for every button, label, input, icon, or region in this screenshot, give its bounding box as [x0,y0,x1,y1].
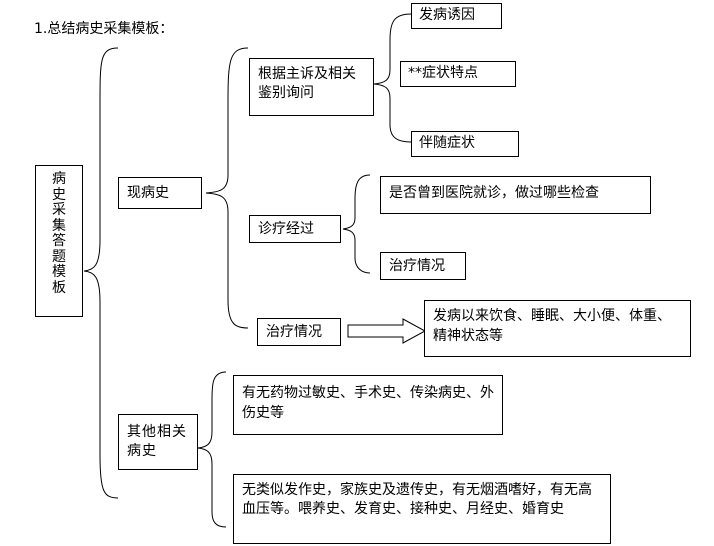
root-node-char: 史 [52,186,66,203]
present-history-brace [205,47,249,329]
root-node-char: 采 [52,202,66,218]
root-node-char: 板 [52,279,66,296]
other-history-brace [197,371,227,528]
node-present-history: 现病史 [118,177,202,209]
root-node-char: 模 [52,264,66,280]
root-brace [83,47,119,499]
hollow-arrow [347,318,427,344]
node-diagnosis-treatment: 诊疗经过 [249,215,341,243]
diagnosis-brace [342,174,371,274]
node-onset-cause: 发病诱因 [411,3,502,29]
root-node-char: 答 [52,233,66,249]
node-symptom-features: **症状特点 [400,61,516,87]
page-title: 1.总结病史采集模板： [34,21,174,37]
node-treatment-status-detail: 治疗情况 [380,252,466,280]
node-hospital-visit: 是否曾到医院就诊，做过哪些检查 [380,176,651,214]
complaint-brace [373,13,412,143]
node-ask-by-complaint: 根据主诉及相关鉴别询问 [249,58,374,116]
node-family-lifestyle-history: 无类似发作史，家族史及遗传史，有无烟酒嗜好，有无高血压等。喂养史、发育史、接种史… [233,474,611,544]
node-accompanying-symptoms: 伴随症状 [411,131,519,157]
node-other-history: 其他相关病史 [118,414,198,470]
node-allergy-surgery-history: 有无药物过敏史、手术史、传染病史、外伤史等 [233,375,503,435]
root-node-char: 题 [52,248,66,265]
root-node-char: 集 [52,217,66,234]
root-node: 病史采集答题模板 [35,165,83,317]
node-treatment-status: 治疗情况 [257,318,341,346]
root-node-char: 病 [52,171,66,187]
node-general-condition: 发病以来饮食、睡眠、大小便、体重、精神状态等 [424,300,691,357]
